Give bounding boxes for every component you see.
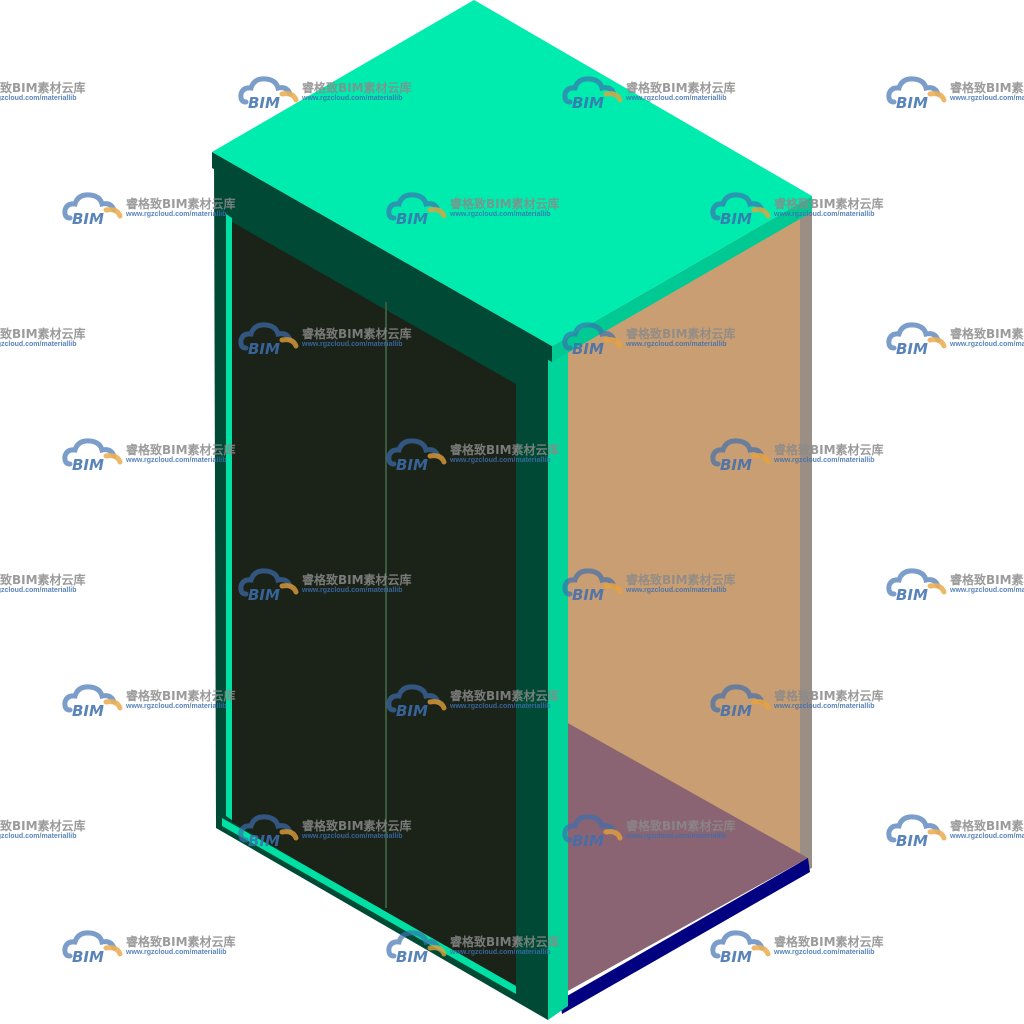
left-jamb — [226, 214, 232, 820]
floor-panel — [566, 722, 808, 992]
door-glass — [232, 222, 516, 990]
front-right-pillar — [548, 342, 568, 1020]
top-face — [212, 0, 812, 346]
top-slab-front-edge — [212, 152, 552, 362]
base-edge — [560, 858, 810, 1014]
top-slab-side-edge — [552, 196, 812, 362]
right-back-edge — [800, 200, 812, 872]
